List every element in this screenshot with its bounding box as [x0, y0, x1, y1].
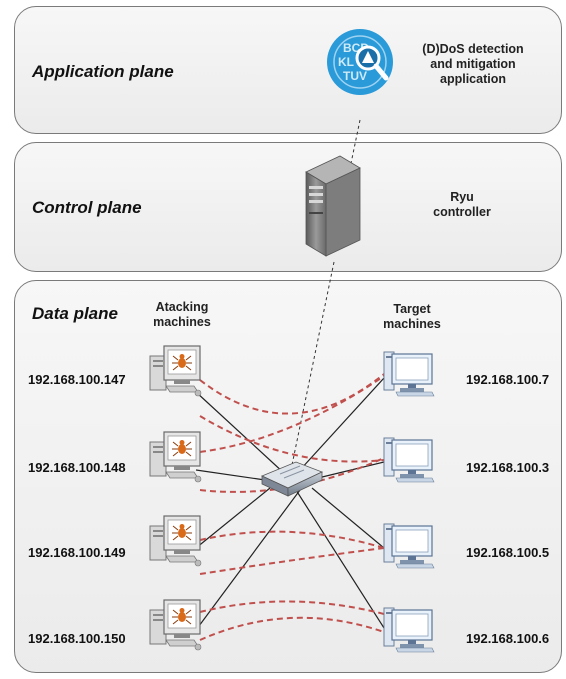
- target-ip: 192.168.100.7: [466, 372, 550, 387]
- attack-flow-7: [199, 600, 385, 615]
- attack-flow-8: [199, 616, 385, 641]
- application-plane-title: Application plane: [32, 62, 174, 81]
- controller-label: Ryu controller: [433, 190, 491, 219]
- target-ip: 192.168.100.5: [466, 545, 550, 560]
- server-tower-icon: [305, 155, 361, 257]
- attacker-ip: 192.168.100.149: [28, 545, 126, 560]
- attack-flow-5: [199, 530, 385, 549]
- link-attacker-2: [195, 469, 266, 481]
- link-attacker-1: [195, 391, 286, 475]
- app-label: (D)DoS detection and mitigation applicat…: [422, 42, 524, 86]
- svg-text:TUV: TUV: [343, 69, 367, 83]
- attacker-machine-icon: [149, 431, 202, 483]
- control-plane-title: Control plane: [32, 198, 142, 217]
- attacker-ip: 192.168.100.148: [28, 460, 126, 475]
- link-target-2: [317, 461, 385, 479]
- control-data-link: [291, 261, 335, 466]
- target-machine-icon: [383, 351, 435, 397]
- target-machine-icon: [383, 437, 435, 483]
- attack-flow-6: [199, 547, 385, 575]
- target-ip: 192.168.100.3: [466, 460, 550, 475]
- attack-flow-2: [199, 415, 385, 463]
- control-plane: [14, 142, 562, 272]
- switch-links: [195, 377, 385, 631]
- attack-flows: [199, 373, 385, 641]
- link-attacker-4: [195, 489, 301, 631]
- attacker-ip: 192.168.100.150: [28, 631, 126, 646]
- link-target-1: [299, 377, 385, 471]
- target-machine-icon: [383, 607, 435, 653]
- data-plane-title: Data plane: [32, 304, 118, 323]
- attack-flow-3: [199, 375, 385, 453]
- attackers-heading: Atacking machines: [153, 300, 211, 329]
- link-attacker-3: [195, 487, 271, 549]
- attacker-machine-icon: [149, 345, 202, 397]
- svg-text:KL: KL: [338, 55, 354, 69]
- target-ip: 192.168.100.6: [466, 631, 550, 646]
- link-target-3: [311, 487, 385, 549]
- attacker-machine-icon: [149, 599, 202, 651]
- application-plane: [14, 6, 562, 134]
- ddos-detection-icon: BCD KL TUV: [327, 29, 393, 95]
- attacker-ip: 192.168.100.147: [28, 372, 126, 387]
- attacker-machine-icon: [149, 515, 202, 567]
- target-machine-icon: [383, 523, 435, 569]
- network-switch-icon: [261, 461, 324, 497]
- link-target-4: [295, 489, 385, 629]
- targets-heading: Target machines: [383, 302, 441, 331]
